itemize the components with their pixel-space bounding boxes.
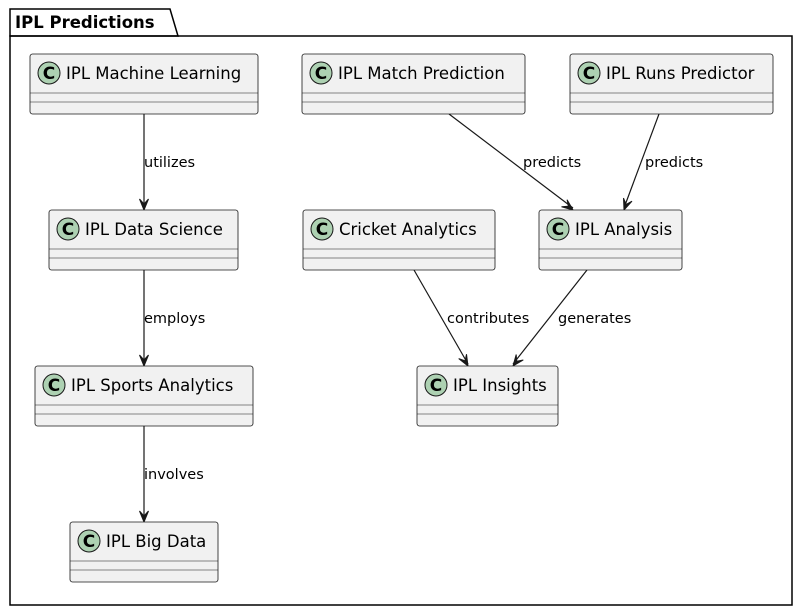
class-stereotype-icon	[310, 217, 334, 241]
class-name: IPL Big Data	[106, 532, 206, 551]
relation-label: utilizes	[144, 155, 195, 171]
class-stereotype-icon	[77, 529, 101, 553]
class-sports: C IPL Sports Analytics	[34, 365, 254, 427]
class-stereotype-icon	[309, 61, 333, 85]
relation-runs-to-analysis: predicts	[623, 113, 703, 212]
class-box	[48, 209, 239, 271]
class-stereotype-letter: C	[316, 220, 328, 240]
arrowhead-icon	[623, 197, 633, 212]
class-runs: C IPL Runs Predictor	[569, 53, 774, 115]
class-name: IPL Machine Learning	[66, 64, 241, 83]
class-name: IPL Insights	[453, 376, 547, 395]
class-ds: C IPL Data Science	[48, 209, 239, 271]
relation-line	[413, 269, 469, 365]
class-box	[29, 53, 259, 115]
relation-line	[623, 113, 660, 209]
class-stereotype-icon	[577, 61, 601, 85]
relations-layer: utilizes predicts predicts employs contribut…	[139, 113, 703, 524]
class-box	[538, 209, 683, 271]
relation-label: involves	[144, 467, 204, 483]
class-match: C IPL Match Prediction	[301, 53, 526, 115]
relation-ds-to-sports: employs	[139, 270, 205, 368]
class-box	[301, 53, 526, 115]
class-stereotype-icon	[56, 217, 80, 241]
class-name: IPL Runs Predictor	[606, 64, 755, 83]
package-title: IPL Predictions	[15, 13, 155, 32]
class-box	[34, 365, 254, 427]
class-stereotype-letter: C	[315, 64, 327, 84]
arrowhead-icon	[139, 510, 149, 524]
arrowhead-icon	[512, 354, 524, 368]
class-stereotype-letter: C	[48, 376, 60, 396]
class-box	[302, 209, 496, 271]
class-cricket: C Cricket Analytics	[302, 209, 496, 271]
arrowhead-icon	[139, 354, 149, 368]
relation-ml-to-ds: utilizes	[139, 114, 195, 212]
relation-label: contributes	[447, 311, 529, 327]
relation-label: predicts	[645, 155, 703, 171]
class-stereotype-letter: C	[62, 220, 74, 240]
relation-line	[448, 113, 574, 209]
class-name: Cricket Analytics	[339, 220, 477, 239]
relation-label: generates	[558, 311, 631, 327]
class-stereotype-icon	[546, 217, 570, 241]
class-name: IPL Sports Analytics	[71, 376, 233, 395]
package-frame	[9, 35, 793, 606]
class-name: IPL Data Science	[85, 220, 223, 239]
class-stereotype-letter: C	[83, 532, 95, 552]
relation-cricket-to-insights: contributes	[413, 269, 529, 368]
relation-line	[512, 269, 588, 365]
class-name: IPL Match Prediction	[338, 64, 505, 83]
arrowhead-icon	[561, 199, 575, 211]
class-box	[416, 365, 559, 427]
relation-label: employs	[144, 311, 205, 327]
relation-match-to-analysis: predicts	[448, 113, 581, 211]
class-stereotype-icon	[37, 61, 61, 85]
relation-sports-to-bigdata: involves	[139, 426, 204, 524]
class-bigdata: C IPL Big Data	[69, 521, 219, 583]
class-box	[569, 53, 774, 115]
class-analysis: C IPL Analysis	[538, 209, 683, 271]
class-stereotype-icon	[424, 373, 448, 397]
class-box	[69, 521, 219, 583]
arrowhead-icon	[458, 354, 469, 368]
relation-label: predicts	[523, 155, 581, 171]
class-insights: C IPL Insights	[416, 365, 559, 427]
package-ipl-predictions: IPL Predictions	[9, 8, 793, 606]
class-stereotype-letter: C	[43, 64, 55, 84]
relation-analysis-to-insights: generates	[512, 269, 631, 368]
arrowhead-icon	[139, 198, 149, 212]
class-ml: C IPL Machine Learning	[29, 53, 259, 115]
class-stereotype-icon	[42, 373, 66, 397]
class-stereotype-letter: C	[552, 220, 564, 240]
class-stereotype-letter: C	[430, 376, 442, 396]
class-name: IPL Analysis	[575, 220, 672, 239]
class-stereotype-letter: C	[583, 64, 595, 84]
